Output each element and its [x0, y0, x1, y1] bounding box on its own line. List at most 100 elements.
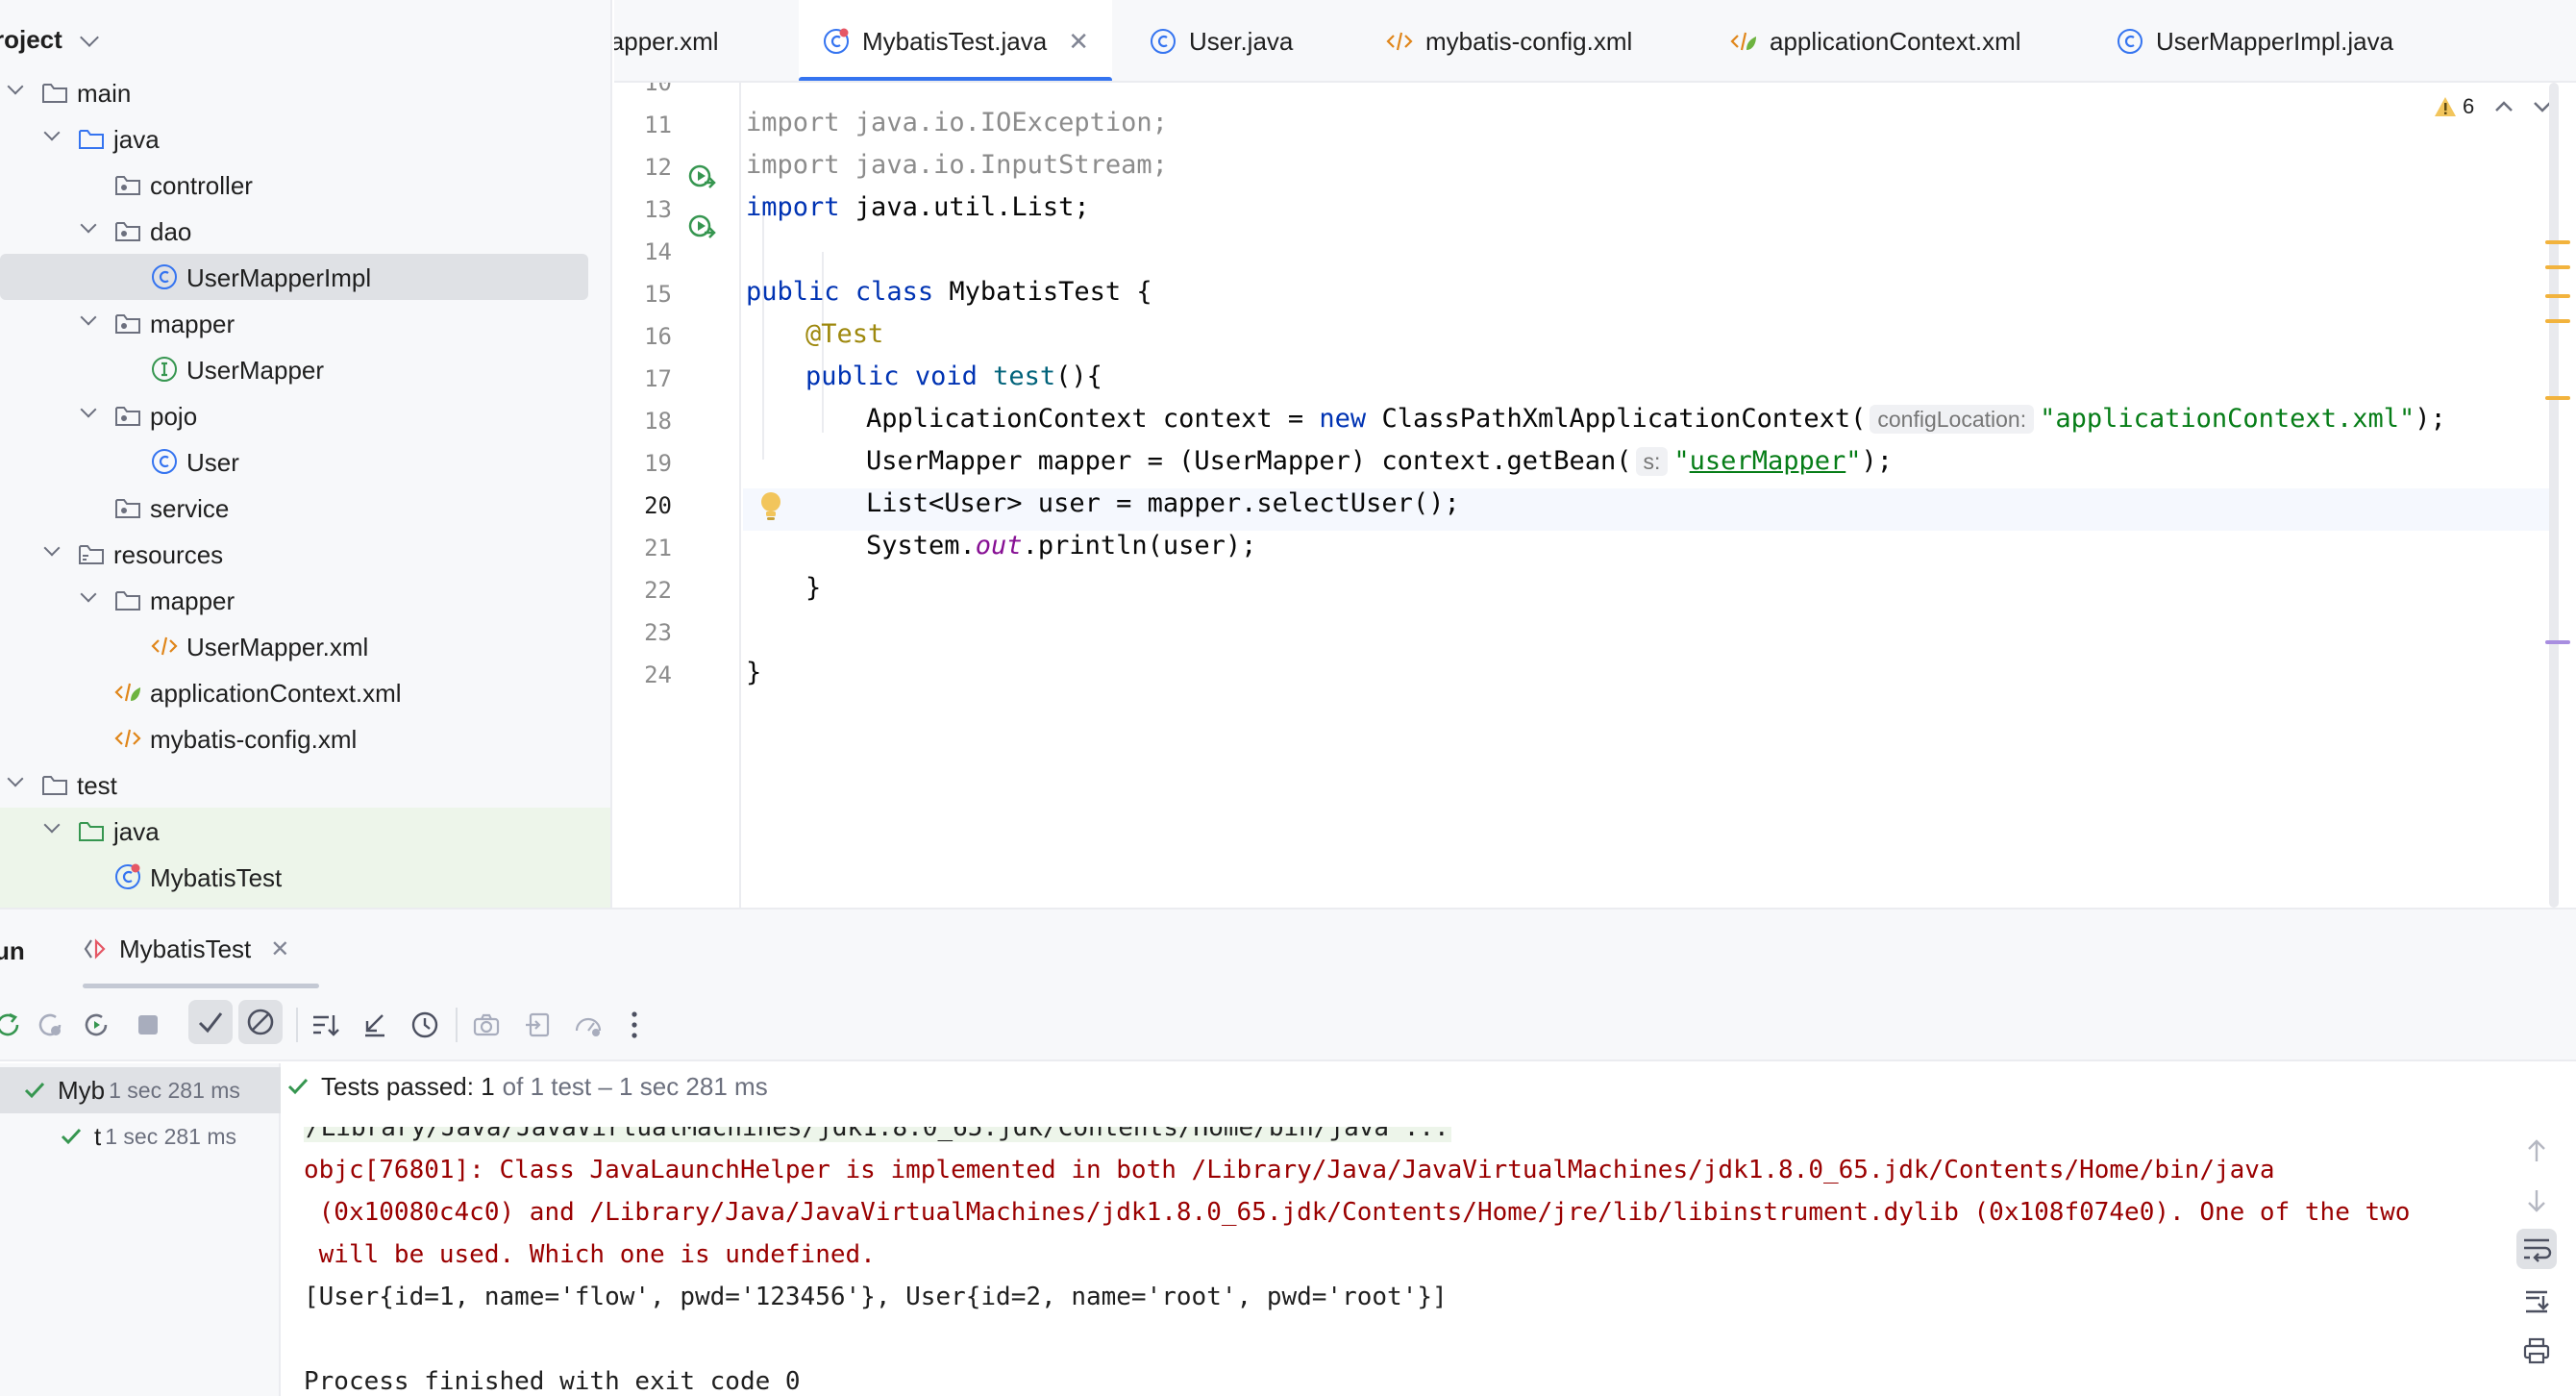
line-number[interactable]: 20: [644, 492, 672, 519]
tree-item-mapper[interactable]: mapper: [0, 300, 610, 346]
keyword: public: [805, 361, 900, 391]
intention-bulb-icon[interactable]: [758, 490, 783, 523]
tree-item-pojo[interactable]: pojo: [0, 392, 610, 438]
tree-item-test2[interactable]: Test2: [0, 900, 610, 908]
tab-applicationcontext-xml[interactable]: applicationContext.xml: [1706, 0, 2052, 81]
line-number[interactable]: 16: [644, 323, 672, 350]
tree-item-label: mybatis-config.xml: [150, 725, 358, 754]
chevron-up-icon[interactable]: [2493, 100, 2514, 113]
tab-label: mybatis-config.xml: [1425, 26, 1633, 56]
print-icon[interactable]: [2522, 1336, 2551, 1365]
arrow-up-icon[interactable]: [2522, 1136, 2551, 1165]
tree-item-mybatis-config-xml[interactable]: mybatis-config.xml: [0, 715, 610, 761]
chevron-down-icon[interactable]: [80, 401, 97, 418]
run-test-icon[interactable]: [687, 163, 716, 192]
line-number[interactable]: 10: [644, 83, 672, 96]
line-number[interactable]: 24: [644, 661, 672, 688]
tree-item-test[interactable]: test: [0, 761, 610, 808]
line-number[interactable]: 15: [644, 281, 672, 308]
sort-icon[interactable]: [310, 1010, 340, 1040]
warning-marker[interactable]: [2545, 396, 2570, 400]
warning-marker[interactable]: [2545, 294, 2570, 298]
chevron-down-icon[interactable]: [80, 309, 97, 326]
tree-item-usermapper-xml[interactable]: UserMapper.xml: [0, 623, 610, 669]
chevron-down-icon[interactable]: [80, 216, 97, 234]
tab-usermapperimpl-java[interactable]: UserMapperImpl.java: [2093, 0, 2400, 81]
chevron-down-icon[interactable]: [43, 539, 61, 557]
run-test-icon[interactable]: [687, 213, 716, 242]
line-number[interactable]: 18: [644, 408, 672, 435]
tree-item-java[interactable]: java: [0, 115, 610, 162]
warning-marker[interactable]: [2545, 319, 2570, 323]
chevron-down-icon[interactable]: [2532, 100, 2553, 113]
line-number[interactable]: 23: [644, 619, 672, 646]
tree-item-applicationcontext-xml[interactable]: applicationContext.xml: [0, 669, 610, 715]
keyword: public: [746, 277, 840, 307]
tab-mybatis-config-xml[interactable]: mybatis-config.xml: [1362, 0, 1670, 81]
tree-item-mapper[interactable]: mapper: [0, 577, 610, 623]
show-passed-toggle[interactable]: [188, 1000, 233, 1044]
rerun-icon[interactable]: [0, 1010, 23, 1040]
line-number[interactable]: 13: [644, 196, 672, 223]
code-editor[interactable]: 10 11 12 13 14 15 16 17 18 19 20 21 22 23 24 import ja…: [614, 83, 2576, 908]
tree-item-service[interactable]: service: [0, 485, 610, 531]
scroll-to-end-icon[interactable]: [2522, 1286, 2551, 1315]
more-options-icon[interactable]: [629, 1010, 640, 1040]
editor-gutter[interactable]: [614, 83, 780, 908]
chevron-down-icon[interactable]: [80, 28, 99, 47]
tree-item-main[interactable]: main: [0, 69, 610, 115]
tree-item-controller[interactable]: controller: [0, 162, 610, 208]
chevron-down-icon[interactable]: [43, 816, 61, 834]
tree-item-mybatistest[interactable]: MybatisTest: [0, 854, 610, 900]
rerun-failed-icon[interactable]: [35, 1010, 65, 1040]
tree-item-java[interactable]: java: [0, 808, 610, 854]
line-number[interactable]: 11: [644, 112, 672, 138]
close-icon[interactable]: ✕: [270, 935, 290, 962]
tree-item-label: User: [186, 448, 239, 477]
bean-reference-link[interactable]: userMapper: [1689, 446, 1846, 476]
chevron-down-icon[interactable]: [43, 124, 61, 141]
line-number[interactable]: 21: [644, 535, 672, 561]
code-line-12: import java.io.InputStream;: [746, 150, 1168, 180]
history-icon[interactable]: [409, 1010, 440, 1040]
console-output[interactable]: /Library/Java/JavaVirtualMachines/jdk1.8…: [286, 1127, 2497, 1396]
line-number[interactable]: 14: [644, 238, 672, 265]
coverage-icon[interactable]: [573, 1010, 604, 1040]
collapse-icon[interactable]: [359, 1010, 390, 1040]
camera-icon[interactable]: [471, 1010, 502, 1040]
editor-scrollbar[interactable]: [2549, 83, 2559, 908]
run-tab-mybatistest[interactable]: MybatisTest ✕: [83, 910, 319, 988]
import-tests-icon[interactable]: [523, 1010, 554, 1040]
warning-marker[interactable]: [2545, 240, 2570, 244]
tree-item-user[interactable]: User: [0, 438, 610, 485]
scrollbar-thumb[interactable]: [2549, 83, 2559, 908]
tree-item-resources[interactable]: resources: [0, 531, 610, 577]
line-number[interactable]: 12: [644, 154, 672, 181]
soft-wrap-toggle[interactable]: [2516, 1229, 2557, 1269]
tab-user-java[interactable]: User.java: [1126, 0, 1337, 81]
arrow-down-icon[interactable]: [2522, 1186, 2551, 1215]
tab-mybatistest-java[interactable]: MybatisTest.java✕: [799, 0, 1112, 81]
line-number[interactable]: 19: [644, 450, 672, 477]
line-number[interactable]: 17: [644, 365, 672, 392]
tree-item-usermapperimpl[interactable]: UserMapperImpl: [0, 254, 588, 300]
tab-lapper-xml[interactable]: lapper.xml: [614, 0, 778, 81]
warning-marker[interactable]: [2545, 265, 2570, 269]
project-title[interactable]: roject: [0, 25, 62, 54]
caret-marker[interactable]: [2545, 640, 2570, 644]
stop-icon[interactable]: [133, 1010, 163, 1040]
chevron-down-icon[interactable]: [7, 78, 24, 95]
string-literal: ": [1845, 446, 1862, 476]
tree-item-usermapper[interactable]: UserMapper: [0, 346, 610, 392]
chevron-down-icon[interactable]: [80, 586, 97, 603]
tree-item-dao[interactable]: dao: [0, 208, 610, 254]
chevron-down-icon[interactable]: [7, 770, 24, 787]
inspection-widget[interactable]: 6: [2434, 94, 2553, 119]
line-number[interactable]: 22: [644, 577, 672, 604]
show-ignored-toggle[interactable]: [238, 1000, 283, 1044]
code-text: ApplicationContext context =: [866, 404, 1320, 434]
close-icon[interactable]: ✕: [1068, 26, 1089, 56]
rerun-automatically-icon[interactable]: [81, 1010, 111, 1040]
